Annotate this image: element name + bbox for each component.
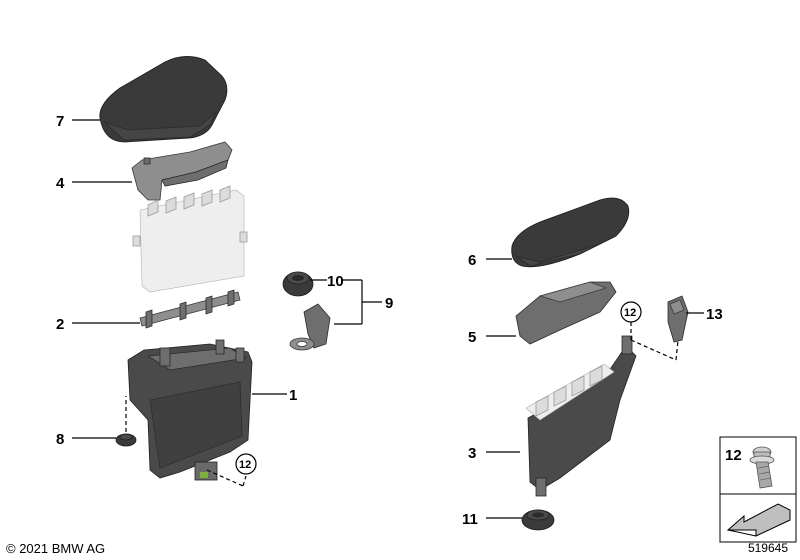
callout-11: 11 <box>462 511 478 528</box>
arrow-direction-icon <box>726 503 791 537</box>
part-6-cover <box>511 197 630 268</box>
part-3-box <box>525 335 637 497</box>
copyright-text: © 2021 BMW AG <box>6 541 106 556</box>
legend-box: 12 <box>719 436 797 543</box>
part-4-cover-plate <box>131 141 233 201</box>
leader-lines <box>72 119 704 519</box>
callout-12-left: 12 <box>239 459 251 471</box>
callout-12-right: 12 <box>624 307 636 319</box>
callout-6: 6 <box>468 252 476 269</box>
callout-10: 10 <box>327 273 344 290</box>
callout-9: 9 <box>385 295 393 312</box>
part-1-housing <box>127 339 253 481</box>
part-7-cover <box>99 56 228 143</box>
legend-callout-12: 12 <box>725 447 742 464</box>
callout-5: 5 <box>468 329 476 346</box>
callout-1: 1 <box>289 387 297 404</box>
bolt-icon <box>749 446 775 489</box>
part-5-cover-plate <box>515 281 617 345</box>
part-11-grommet <box>521 509 555 531</box>
callout-8: 8 <box>56 431 64 448</box>
part-13-clip <box>667 295 689 343</box>
callout-labels: 7 4 2 8 1 10 9 6 5 3 11 13 12 12 <box>56 113 723 528</box>
ecu-module <box>132 185 248 293</box>
part-9-bracket <box>289 303 331 351</box>
part-10-grommet <box>282 271 314 297</box>
callout-12-circle-right <box>620 301 642 323</box>
callout-13: 13 <box>706 306 723 323</box>
callout-2: 2 <box>56 316 64 333</box>
callout-3: 3 <box>468 445 476 462</box>
diagram-number: 519645 <box>747 541 788 555</box>
callout-7: 7 <box>56 113 64 130</box>
callout-12-circle-left <box>235 453 257 475</box>
part-8-grommet <box>115 433 137 447</box>
part-2-bracket <box>139 289 241 329</box>
callout-4: 4 <box>56 175 65 192</box>
